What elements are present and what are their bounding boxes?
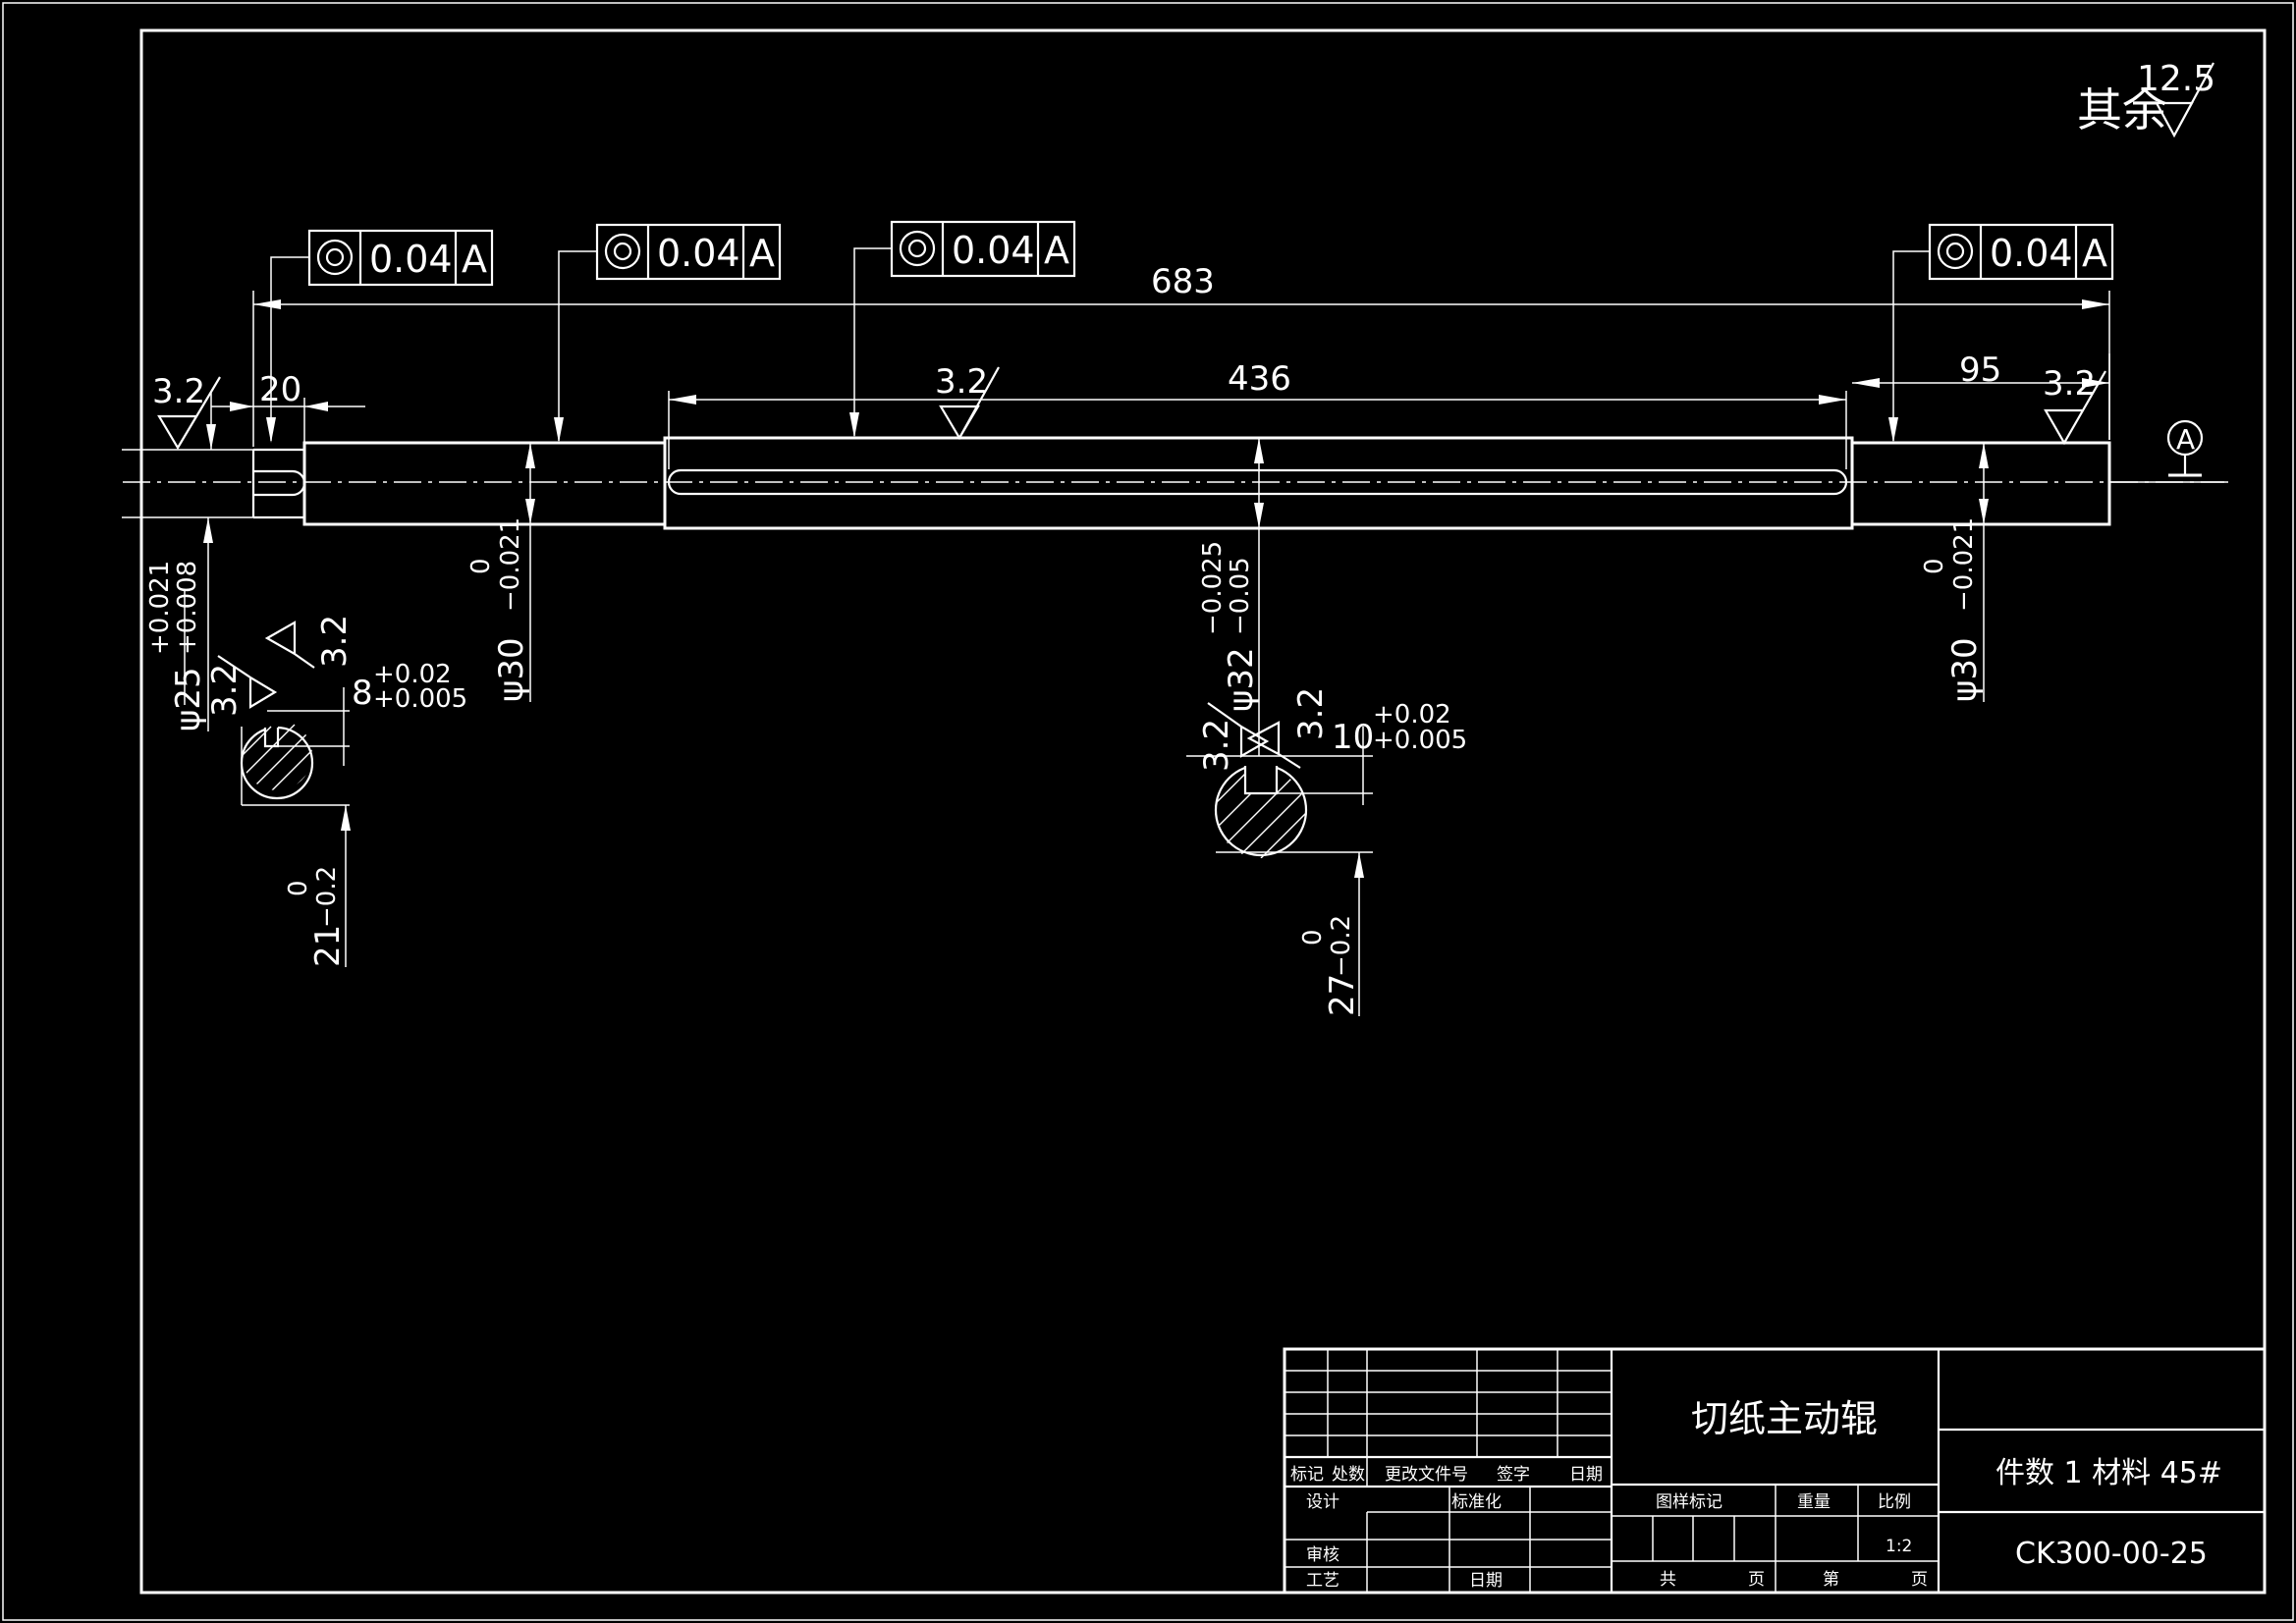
groove-length-text: 436 [1228, 359, 1291, 399]
svg-text:+0.008: +0.008 [173, 561, 202, 655]
feature-frame-4: 0.04 A [1888, 223, 2114, 443]
svg-text:A: A [2082, 232, 2107, 275]
svg-text:−0.2: −0.2 [312, 866, 342, 928]
svg-text:重量: 重量 [1797, 1492, 1831, 1512]
svg-text:3.2: 3.2 [315, 615, 355, 668]
quantity-material: 件数 1 材料 45# [1995, 1456, 2222, 1490]
feature-frame-3: 0.04 A [849, 220, 1076, 438]
svg-text:+0.02: +0.02 [1373, 700, 1451, 730]
svg-text:标记: 标记 [1290, 1465, 1324, 1485]
scale-value: 1:2 [1886, 1537, 1912, 1556]
svg-text:处数: 处数 [1332, 1465, 1365, 1485]
dia-middle: ψ32 −0.025 −0.05 [1198, 438, 1264, 756]
svg-text:27: 27 [1323, 974, 1362, 1016]
left-keyway-section: 3.2 3.2 8 +0.02 +0.005 21 0 −0.2 [184, 589, 467, 967]
middle-keyway-section: 3.2 3.2 10 +0.02 +0.005 27 0 −0.2 [1186, 687, 1467, 1016]
svg-text:+0.005: +0.005 [1373, 726, 1467, 755]
svg-text:A: A [462, 238, 487, 281]
svg-text:第: 第 [1823, 1570, 1839, 1590]
svg-text:A: A [1044, 229, 1069, 272]
other-roughness-symbol [2155, 62, 2214, 138]
right-section-text: 95 [1959, 351, 2001, 390]
svg-text:审核: 审核 [1306, 1545, 1339, 1565]
svg-text:日期: 日期 [1469, 1571, 1503, 1591]
svg-text:+0.02: +0.02 [373, 660, 452, 689]
drawing-number: CK300-00-25 [2015, 1537, 2208, 1571]
other-roughness-value: 12.5 [2137, 59, 2215, 99]
svg-text:设计: 设计 [1306, 1492, 1339, 1512]
svg-text:A: A [749, 232, 775, 275]
datum-a-letter: A [2176, 423, 2195, 456]
svg-text:−0.021: −0.021 [1949, 517, 1979, 612]
svg-text:日期: 日期 [1569, 1465, 1603, 1485]
other-surfaces-label: 其余 [2077, 83, 2167, 136]
svg-text:3.2: 3.2 [152, 372, 205, 411]
svg-text:页: 页 [1748, 1570, 1765, 1590]
roughness-right-end: 3.2 [2043, 364, 2106, 446]
feature-frame-2: 0.04 A [554, 223, 782, 443]
svg-text:3.2: 3.2 [1291, 687, 1331, 740]
left-section-text: 20 [259, 370, 301, 409]
svg-text:标准化: 标准化 [1451, 1492, 1502, 1512]
dia-left-end: ψ25 +0.021 +0.008 [145, 517, 213, 731]
svg-text:更改文件号: 更改文件号 [1385, 1465, 1468, 1485]
svg-text:3.2: 3.2 [1197, 719, 1236, 772]
svg-text:页: 页 [1911, 1570, 1928, 1590]
dim-right-section: 95 [1852, 351, 2110, 440]
svg-text:0.04: 0.04 [657, 232, 740, 275]
svg-text:0: 0 [284, 880, 313, 896]
svg-text:0: 0 [1298, 929, 1328, 946]
svg-text:−0.021: −0.021 [496, 517, 525, 612]
svg-text:ψ30: ψ30 [492, 637, 531, 702]
dia-left-shaft: ψ30 0 −0.021 [466, 443, 535, 702]
feature-frame-1: 0.04 A [266, 229, 494, 443]
svg-text:工艺: 工艺 [1306, 1571, 1339, 1591]
svg-text:+0.021: +0.021 [145, 561, 175, 655]
svg-text:−0.025: −0.025 [1198, 541, 1228, 635]
svg-text:ψ32: ψ32 [1222, 647, 1261, 712]
svg-text:签字: 签字 [1497, 1465, 1530, 1485]
svg-text:比例: 比例 [1878, 1492, 1911, 1512]
inner-border [139, 28, 2267, 1595]
dim-groove-length: 436 [668, 359, 1847, 469]
svg-text:21: 21 [308, 925, 348, 967]
dim-left-section: 20 [211, 370, 365, 444]
svg-text:−0.05: −0.05 [1226, 557, 1255, 635]
dia-right-shaft: ψ30 0 −0.021 [1920, 443, 1989, 702]
roughness-left-end: 3.2 [122, 372, 253, 518]
svg-text:共: 共 [1660, 1570, 1676, 1590]
svg-text:3.2: 3.2 [935, 362, 988, 402]
other-surfaces-note: 其余 12.5 [2077, 59, 2215, 138]
datum-a-marker: A [2109, 419, 2224, 483]
svg-text:0: 0 [466, 558, 496, 574]
svg-text:图样标记: 图样标记 [1656, 1492, 1722, 1512]
part-name: 切纸主动辊 [1691, 1397, 1878, 1440]
svg-text:−0.2: −0.2 [1327, 915, 1356, 977]
svg-text:0.04: 0.04 [952, 229, 1035, 272]
dim-overall-length: 683 [252, 262, 2110, 447]
overall-length-text: 683 [1151, 262, 1215, 301]
svg-text:8: 8 [352, 674, 373, 713]
svg-text:3.2: 3.2 [205, 664, 245, 717]
svg-text:0.04: 0.04 [369, 238, 453, 281]
roughness-middle: 3.2 [935, 362, 1000, 441]
shaft-outline [123, 436, 2229, 530]
svg-text:+0.005: +0.005 [373, 684, 467, 714]
svg-text:ψ30: ψ30 [1945, 637, 1985, 702]
svg-text:10: 10 [1332, 718, 1374, 757]
svg-text:0.04: 0.04 [1990, 232, 2073, 275]
svg-text:ψ25: ψ25 [169, 667, 208, 731]
title-block: 标记 处数 更改文件号 签字 日期 设计 标准化 审核 工艺 日期 切纸主动辊 … [1283, 1347, 2267, 1595]
svg-text:0: 0 [1920, 558, 1949, 574]
svg-text:3.2: 3.2 [2043, 364, 2096, 404]
